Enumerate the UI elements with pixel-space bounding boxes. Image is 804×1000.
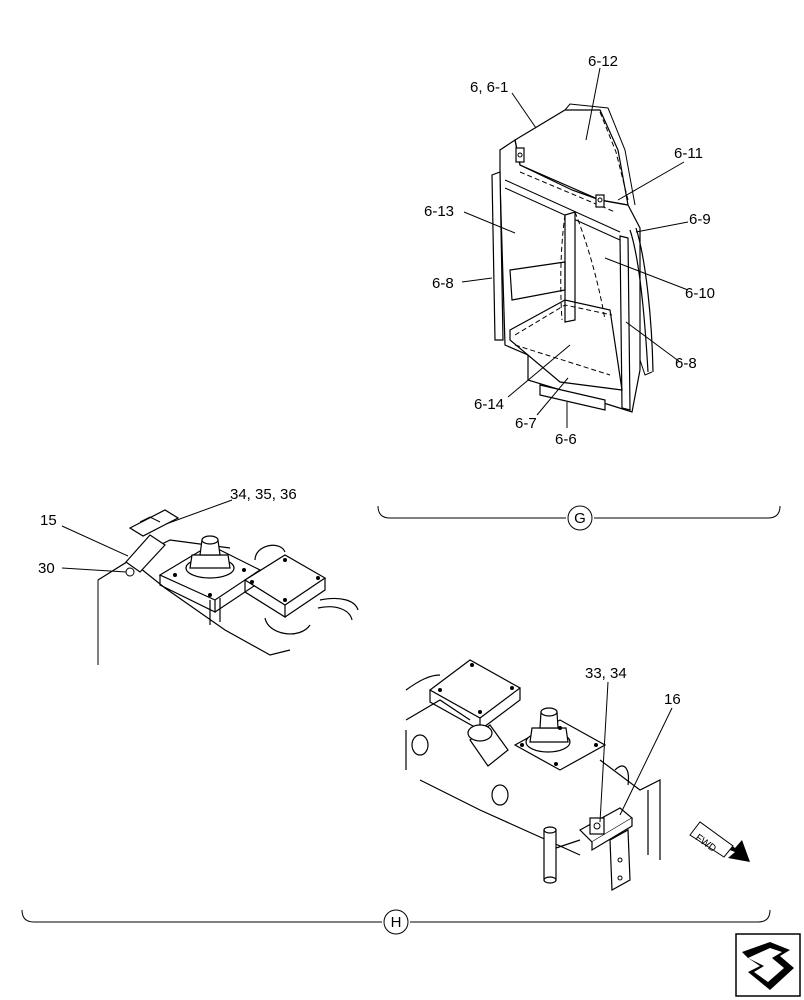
valve-area-upper-drawing — [61, 499, 359, 665]
section-g-bracket — [377, 505, 781, 531]
callout-15: 15 — [40, 512, 57, 529]
section-g-marker — [567, 505, 593, 531]
callout-6-9: 6-9 — [689, 211, 711, 228]
callout-33-34: 33, 34 — [585, 665, 627, 682]
callout-6-8-right: 6-8 — [675, 355, 697, 372]
panel-assembly-drawing — [461, 67, 689, 428]
callout-6-6-1: 6, 6-1 — [470, 79, 508, 96]
callout-16: 16 — [664, 691, 681, 708]
valve-area-lower-drawing — [405, 659, 673, 891]
callout-6-6: 6-6 — [555, 431, 577, 448]
callout-6-13: 6-13 — [424, 203, 454, 220]
section-h-bracket — [21, 909, 771, 935]
page-turn-arrow-icon[interactable] — [735, 933, 801, 997]
section-g-label: G — [574, 510, 586, 527]
callout-6-7: 6-7 — [515, 415, 537, 432]
section-h-label: H — [391, 914, 402, 931]
callout-6-14: 6-14 — [474, 396, 504, 413]
callout-34-35-36: 34, 35, 36 — [230, 486, 297, 503]
fwd-arrow-icon — [689, 821, 750, 862]
section-h-marker — [383, 909, 409, 935]
callout-6-10: 6-10 — [685, 285, 715, 302]
callout-6-12: 6-12 — [588, 53, 618, 70]
callout-30: 30 — [38, 560, 55, 577]
callout-6-11: 6-11 — [674, 145, 703, 162]
callout-6-8-left: 6-8 — [432, 275, 454, 292]
